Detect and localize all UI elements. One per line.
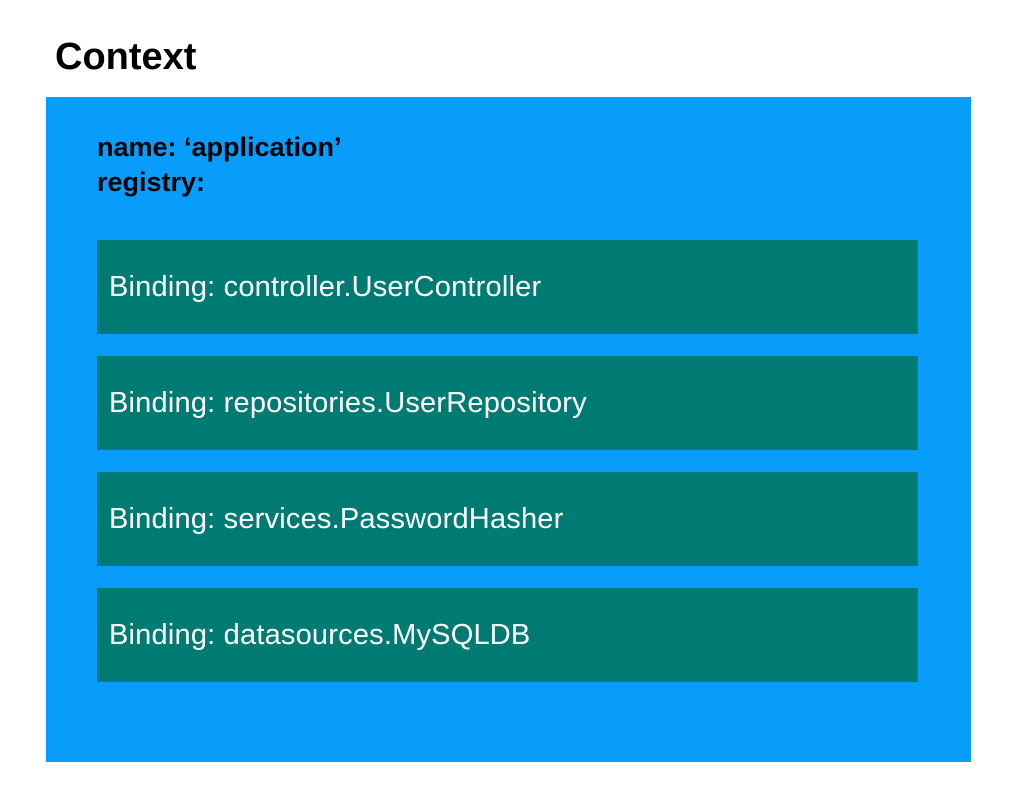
context-meta-text: name: ‘application’ registry: — [97, 130, 342, 200]
binding-box-repository: Binding: repositories.UserRepository — [97, 356, 918, 450]
binding-label: Binding: repositories.UserRepository — [109, 386, 587, 419]
binding-box-controller: Binding: controller.UserController — [97, 240, 918, 334]
binding-box-service: Binding: services.PasswordHasher — [97, 472, 918, 566]
binding-label: Binding: datasources.MySQLDB — [109, 618, 531, 651]
context-container: name: ‘application’ registry: Binding: co… — [46, 97, 971, 762]
binding-box-datasource: Binding: datasources.MySQLDB — [97, 588, 918, 682]
binding-label: Binding: controller.UserController — [109, 270, 542, 303]
binding-list: Binding: controller.UserController Bindi… — [97, 240, 918, 704]
page-title: Context — [55, 36, 197, 78]
context-registry-line: registry: — [97, 167, 206, 197]
context-name-line: name: ‘application’ — [97, 132, 342, 162]
binding-label: Binding: services.PasswordHasher — [109, 502, 564, 535]
